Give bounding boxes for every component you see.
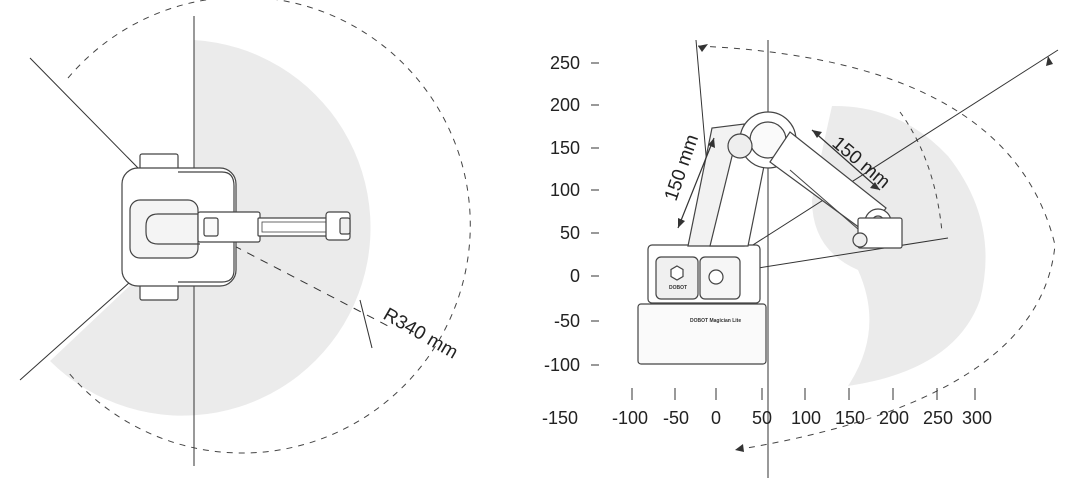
forearm-dimension-arrow [811, 129, 881, 191]
side-view-inner-arc [899, 111, 943, 233]
x-tick-label: -50 [663, 408, 689, 428]
side-view-logo-text: DOBOT [669, 285, 687, 291]
top-view-base-inner [129, 199, 199, 259]
y-tick-label: 150 [550, 138, 580, 158]
top-view-radius-label: R340 mm [380, 304, 462, 363]
top-view: R340 mm [19, 0, 471, 466]
top-view-arm-forearm [257, 217, 331, 237]
forearm-dimension-arrowhead-bottom [870, 182, 880, 190]
upper-arm-length-label: 150 mm [661, 132, 703, 204]
top-view-reach-arc [67, 0, 471, 454]
side-view-y-axis: 250 200 150 100 50 0 -50 -100 [544, 53, 599, 375]
side-view-forearm-link [789, 169, 867, 237]
x-tick-label: 100 [791, 408, 821, 428]
side-view-elbow-pivot [727, 133, 753, 159]
y-tick-label: 200 [550, 95, 580, 115]
x-tick-label: 50 [752, 408, 772, 428]
x-tick-label: 250 [923, 408, 953, 428]
upper-arm-dimension-arrowhead-bottom [678, 218, 685, 228]
side-view: DOBOT DOBOT Magician Lite 150 mm 150 mm … [542, 39, 1059, 478]
side-view-reach-line-upper [719, 49, 1059, 267]
side-view-reach-arc [697, 45, 1056, 451]
top-view-radius-tick-mark [359, 299, 373, 349]
y-tick-label: -50 [554, 311, 580, 331]
upper-arm-dimension-arrowhead-top [708, 138, 715, 148]
y-tick-label: 50 [560, 223, 580, 243]
forearm-dimension-arrowhead-top [812, 130, 822, 138]
x-tick-label: -100 [612, 408, 648, 428]
x-tick-label: 0 [711, 408, 721, 428]
side-view-arrowhead-right [1046, 56, 1053, 66]
top-view-end-effector-tip [339, 217, 351, 235]
x-tick-label: -150 [542, 408, 578, 428]
top-view-base-slot [145, 213, 200, 245]
upper-arm-dimension-arrow [677, 137, 715, 229]
y-tick-label: 250 [550, 53, 580, 73]
side-view-arrowhead-top [698, 44, 708, 52]
y-tick-label: 100 [550, 180, 580, 200]
dobot-logo-icon [670, 265, 684, 281]
side-view-model-text: DOBOT Magician Lite [690, 318, 741, 324]
side-view-x-axis: -150 -100 -50 0 50 100 150 200 250 300 [542, 388, 992, 428]
y-tick-label: 0 [570, 266, 580, 286]
x-tick-label: 200 [879, 408, 909, 428]
y-tick-label: -100 [544, 355, 580, 375]
side-view-arrowhead-bottom [735, 444, 744, 452]
side-view-base-button [708, 269, 724, 285]
x-tick-label: 150 [835, 408, 865, 428]
top-view-arm-joint [203, 217, 219, 237]
side-view-end-effector-pivot [852, 232, 868, 248]
top-view-robot [121, 153, 351, 301]
x-tick-label: 300 [962, 408, 992, 428]
side-view-robot [637, 111, 903, 365]
side-view-pedestal [637, 303, 767, 365]
